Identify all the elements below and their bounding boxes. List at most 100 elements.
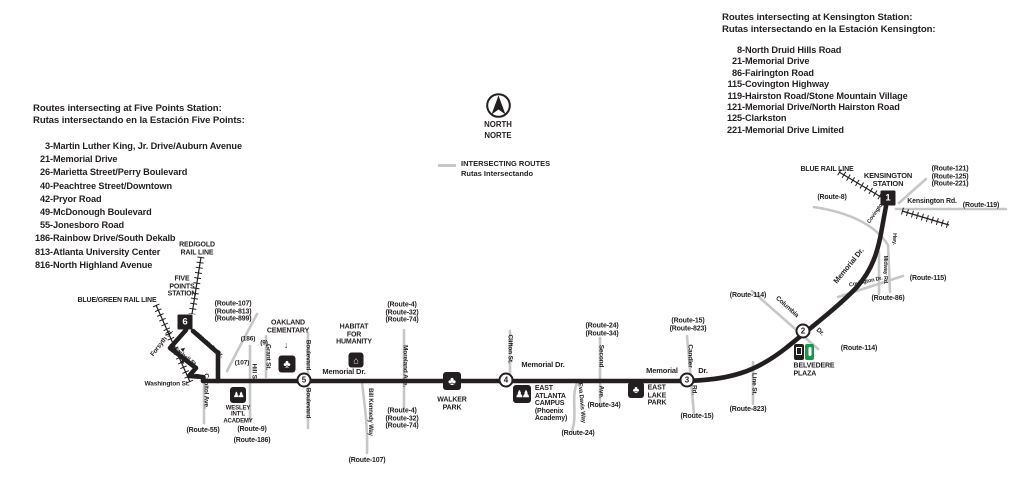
road-mlk-extension [225,312,259,373]
east-atlanta-campus-icon-glyph: ♟♟ [515,388,530,399]
moreland-ave-label: Moreland Ave. [401,345,409,387]
line-st-label: Line St. [750,372,758,396]
route-8-label: (Route-8) [817,194,847,202]
oakland-cemetery-icon-glyph: ♣ [283,358,291,370]
boulevard-top-label: Boulevard [304,339,312,371]
route-name: -Memorial Drive [50,154,118,165]
habitat-for-humanity-label: HABITAT FOR HUMANITY [336,323,372,346]
route-list-item: 21-Memorial Drive [33,153,303,166]
route-list-item: 119-Hairston Road/Stone Mountain Village [722,91,1012,102]
columbia-dr-label: Dr. [814,326,826,338]
candler-rd-bottom-label: Rd. [690,384,698,396]
route-number: 86 [731,67,742,78]
east-atlanta-campus-label: EAST ATLANTA CAMPUS (Phoenix Academy) [534,385,568,423]
compass-label-norte: NORTE [484,131,512,140]
hill-st-label: Hill St. [250,363,258,383]
wesley-academy-label: WESLEY INT'L ACADEMY [223,405,253,425]
east-lake-park-icon: ♣ [628,382,644,398]
kensington-list-title-en: Routes intersecting at Kensington Statio… [722,12,913,23]
second-ave-bottom-label: Ave. [597,385,605,399]
route-list-item: 3-Martin Luther King, Jr. Drive/Auburn A… [33,140,303,153]
route-list-item: 40-Peachtree Street/Downtown [33,180,303,193]
route-number: 115 [727,79,742,90]
loop-arrow-2: ▶ [179,359,186,366]
five-points-station-label: FIVE POINTS STATION [167,275,197,298]
route-number: 186 [34,233,50,244]
five-points-list-title-en: Routes intersecting at Five Points Stati… [33,103,222,114]
routes-107-813-899-label: (Route-107) (Route-813) (Route-899) [214,300,252,323]
route-number: 21 [39,154,50,165]
route-list-item: 8-North Druid Hills Road [722,45,1012,56]
route-name: -Clarkston [742,113,787,124]
route-name: -Rainbow Drive/South Dekalb [50,233,176,244]
east-lake-park-icon-glyph: ♣ [632,384,640,396]
walker-park-icon: ♣ [443,372,461,390]
memorial-label-3: Memorial [646,365,678,375]
forsyth-st-label: Forsyth St. [149,328,175,358]
five-points-route-items: 3-Martin Luther King, Jr. Drive/Auburn A… [33,140,303,272]
kensington-routes-list: Routes intersecting at Kensington Statio… [722,12,1012,136]
second-ave-top-label: Second [597,344,605,368]
covington-dr-label: Covington Dr. [848,275,884,289]
five-points-station-marker: 6 [177,314,193,330]
oakland-cemetery-icon: ♣ [278,355,296,373]
blue-green-rail-line-label: BLUE/GREEN RAIL LINE [77,297,157,305]
bottle-glyph [805,344,814,360]
legend-intersecting-routes: INTERSECTING ROUTES Rutas Intersectando [438,159,550,178]
route-list-item: 55-Jonesboro Road [33,219,303,232]
route-list-item: 26-Marietta Street/Perry Boulevard [33,166,303,179]
route-list-item: 21-Memorial Drive [722,56,1012,67]
candler-routes-top: (Route-15) (Route-823) [669,317,707,332]
walker-park-icon-glyph: ♣ [448,374,456,388]
mlk-jr-dr-label: M.L.K. Jr. Dr. [194,332,225,360]
route-list-item: 121-Memorial Drive/North Hairston Road [722,102,1012,113]
route-9-small-label: (9) [260,339,268,347]
covington-hwy-label: Hwy. [890,233,897,245]
capitol-ave-label: Capitol Ave. [202,373,210,409]
route-name: -Atlanta University Center [50,246,161,257]
route-15-label: (Route-15) [680,413,714,421]
candler-rd-top-label: Candler [686,344,694,368]
route-number: 42 [39,193,50,204]
memorial-dr-label-1: Memorial Dr. [322,366,366,376]
east-lake-park-label: EAST LAKE PARK [647,384,667,407]
habitat-for-humanity-icon: ⌂ [348,352,364,368]
route-number: 8 [736,45,742,55]
red-gold-rail-line-label: RED/GOLD RAIL LINE [179,241,215,256]
columbia-label: Columbia [774,294,800,320]
compass-north-icon [485,93,511,118]
timepoint-4: 4 [498,372,514,388]
route-114-left-label: (Route-114) [729,292,767,300]
road-eva-davis-way [570,379,580,433]
compass-label-north: NORTH [484,120,512,129]
eva-davis-way-label: Eva Davis Way [576,382,586,424]
route-name: -Hairston Road/Stone Mountain Village [742,90,908,101]
route-number: 55 [39,220,50,231]
route-9-label: (Route-9) [237,426,267,434]
road-columbia-dr [750,289,820,351]
washington-st-arrow: ▶ [194,371,201,379]
legend-line-es: Rutas Intersectando [461,168,534,178]
walker-park-label: WALKER PARK [437,396,467,411]
route-186-small-label: (186) [240,335,256,343]
route-name: -Peachtree Street/Downtown [50,180,172,191]
bill-kennedy-way-label: Bill Kennedy Way [367,388,374,436]
route-119-label: (Route-119) [962,202,1000,210]
route-list-item: 813-Atlanta University Center [33,246,303,259]
timepoint-5: 5 [296,372,312,388]
route-name: -Martin Luther King, Jr. Drive/Auburn Av… [50,141,242,151]
kensington-list-title-es: Rutas intersectando en la Estación Kensi… [722,24,936,35]
blue-rail-line-nw [838,171,882,198]
route-number: 40 [39,180,50,191]
wesley-academy-icon: ♟♟ [230,387,246,403]
clifton-st-label: Clifton St. [506,334,514,364]
road-covington-hwy [812,205,892,294]
route-name: -Memorial Drive [742,56,810,67]
route-number: 221 [726,124,742,135]
route-name: -Pryor Road [50,193,102,204]
route-list-item: 86-Fairington Road [722,68,1012,79]
route-list-item: 49-McDonough Boulevard [33,206,303,219]
